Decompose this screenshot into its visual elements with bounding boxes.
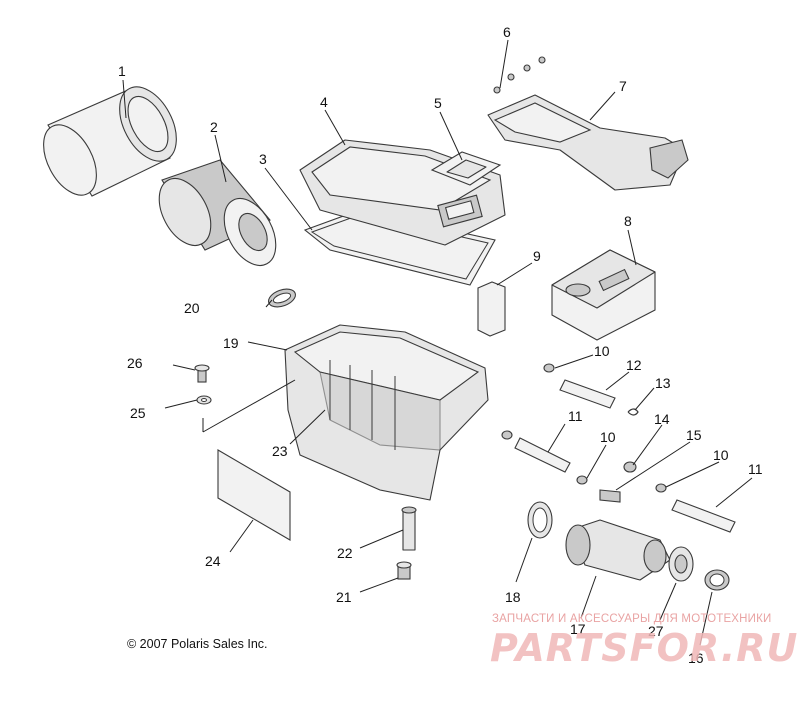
callout-8: 8 bbox=[624, 213, 632, 229]
callout-12: 12 bbox=[626, 357, 642, 373]
part-foam-block bbox=[551, 249, 656, 341]
callout-2: 2 bbox=[210, 119, 218, 135]
callout-24: 24 bbox=[205, 553, 221, 569]
part-coupler-18 bbox=[527, 501, 553, 539]
part-screws bbox=[493, 56, 546, 94]
callout-6: 6 bbox=[503, 24, 511, 40]
part-clamp-16 bbox=[704, 569, 730, 591]
callout-10-a: 10 bbox=[594, 343, 610, 359]
callout-labels: 1 2 3 4 5 6 7 8 9 10 12 13 11 14 10 15 1… bbox=[118, 24, 763, 666]
callout-3: 3 bbox=[259, 151, 267, 167]
part-foam-strip bbox=[477, 281, 506, 337]
part-air-filter-element bbox=[158, 159, 277, 266]
part-sleeve-27 bbox=[668, 546, 694, 582]
part-grommets-10 bbox=[501, 363, 667, 493]
callout-9: 9 bbox=[533, 248, 541, 264]
callout-13: 13 bbox=[655, 375, 671, 391]
watermark-brand: PARTSFOR.RU bbox=[490, 626, 799, 670]
callout-5: 5 bbox=[434, 95, 442, 111]
part-outlet-boot-17 bbox=[565, 519, 671, 581]
part-outer-filter-sleeve bbox=[43, 86, 177, 197]
leader-lines bbox=[122, 39, 753, 646]
callout-18: 18 bbox=[505, 589, 521, 605]
callout-4: 4 bbox=[320, 94, 328, 110]
part-plug-21 bbox=[396, 561, 412, 580]
part-clip-13 bbox=[627, 408, 639, 416]
part-sensor-15 bbox=[599, 489, 621, 503]
part-screw-26 bbox=[194, 364, 210, 383]
callout-27: 27 bbox=[648, 623, 664, 639]
part-clamp-20 bbox=[268, 288, 296, 308]
callout-19: 19 bbox=[223, 335, 239, 351]
callout-7: 7 bbox=[619, 78, 627, 94]
copyright-notice: © 2007 Polaris Sales Inc. bbox=[127, 637, 268, 651]
callout-10-b: 10 bbox=[600, 429, 616, 445]
callout-15: 15 bbox=[686, 427, 702, 443]
watermark-tagline: ЗАПЧАСТИ И АКСЕССУАРЫ ДЛЯ МОТОТЕХНИКИ bbox=[492, 613, 772, 625]
part-drain-tube-22 bbox=[401, 506, 417, 551]
callout-17: 17 bbox=[570, 621, 586, 637]
callout-22: 22 bbox=[337, 545, 353, 561]
part-label-24 bbox=[217, 449, 291, 541]
callout-16: 16 bbox=[688, 650, 704, 666]
part-cover-plate bbox=[430, 151, 502, 186]
callout-11-a: 11 bbox=[568, 408, 583, 424]
callout-20: 20 bbox=[184, 300, 200, 316]
callout-11-b: 11 bbox=[748, 461, 763, 477]
part-airbox-housing bbox=[284, 324, 489, 501]
part-washer-25 bbox=[196, 395, 212, 405]
callout-14: 14 bbox=[654, 411, 670, 427]
callout-10-c: 10 bbox=[713, 447, 729, 463]
part-rods-11-12 bbox=[514, 379, 736, 533]
callout-1: 1 bbox=[118, 63, 126, 79]
callout-21: 21 bbox=[336, 589, 352, 605]
callout-25: 25 bbox=[130, 405, 146, 421]
part-intake-duct bbox=[487, 94, 689, 191]
callout-26: 26 bbox=[127, 355, 143, 371]
callout-23: 23 bbox=[272, 443, 288, 459]
